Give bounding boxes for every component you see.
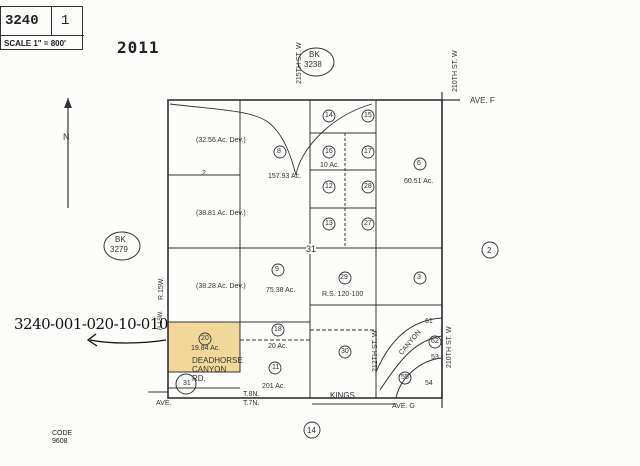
section-number: 31 — [306, 244, 317, 254]
parcel-number: 31 — [183, 380, 191, 387]
street-label: KINGS — [330, 391, 355, 400]
parcel-number: 18 — [274, 326, 282, 333]
parcel-number: 12 — [325, 183, 333, 190]
parcel-circle — [361, 145, 375, 159]
acreage-label: (38.81 Ac. Dev.) — [196, 210, 246, 217]
parcel-number: 62 — [431, 338, 439, 345]
street-label: 210TH ST. W — [446, 326, 453, 368]
parcel-circle — [322, 109, 336, 123]
acreage-label: (38.28 Ac. Dev.) — [196, 283, 246, 290]
parcel-circle — [271, 263, 285, 277]
parcel-number: 9 — [275, 266, 279, 273]
parcel-number: 16 — [325, 148, 333, 155]
adjacent-book-badge — [297, 47, 335, 77]
parcel-circle — [322, 217, 336, 231]
parcel-number: 15 — [364, 112, 372, 119]
parcel-number: 3 — [417, 274, 421, 281]
street-label: 215TH ST. W — [296, 42, 303, 84]
parcel-number: 20 — [201, 335, 209, 342]
page-ref-circle — [481, 241, 499, 259]
parcel-number: 54 — [425, 380, 433, 387]
parcel-circle — [338, 271, 352, 285]
acreage-label: R.S. 120-100 — [322, 291, 364, 298]
parcel-circle — [413, 271, 427, 285]
code-label: CODE — [52, 430, 73, 437]
parcel-circle — [338, 345, 352, 359]
page-number: 1 — [61, 13, 70, 29]
parcel-circle — [322, 180, 336, 194]
parcel-circle — [361, 217, 375, 231]
parcel-number: 55 — [401, 374, 409, 381]
street-label: AVE. F — [470, 96, 495, 105]
acreage-label: 10 Ac. — [320, 162, 340, 169]
parcel-number: 61 — [425, 318, 433, 325]
apn-annotation: 3240-001-020-10-010 — [14, 315, 168, 333]
street-label: DEADHORSE CANYON RD. — [192, 356, 243, 383]
street-label: 212TH ST. W — [372, 330, 379, 372]
adjacent-book-label: BK — [309, 50, 320, 59]
acreage-label: 60.51 Ac. — [404, 178, 434, 185]
parcel-number: 17 — [364, 148, 372, 155]
adjacent-book-label: BK — [115, 235, 126, 244]
parcel-circle — [361, 180, 375, 194]
range-label: R.15W. — [158, 277, 165, 300]
page-ref: 2 — [487, 246, 492, 255]
parcel-number: 13 — [325, 220, 333, 227]
parcel-circle — [322, 145, 336, 159]
township-label: T.8N. — [243, 391, 260, 398]
adjacent-book-number: 3238 — [304, 60, 322, 69]
parcel-number: 8 — [277, 148, 281, 155]
book-number: 3240 — [5, 13, 39, 29]
street-label: 210TH ST. W — [452, 50, 459, 92]
adjacent-book-number: 3279 — [110, 245, 128, 254]
north-label: N — [63, 132, 70, 142]
parcel-number: 11 — [272, 364, 280, 371]
parcel-circle — [268, 361, 282, 375]
parcel-number: 28 — [364, 183, 372, 190]
street-label: AVE. — [156, 400, 172, 407]
parcel-number: 2 — [202, 170, 206, 177]
map-book-header: 3240 1 SCALE 1" = 800' — [0, 6, 84, 50]
parcel-circle — [198, 332, 212, 346]
acreage-label: 19.84 Ac. — [191, 345, 221, 352]
scale-label: SCALE 1" = 800' — [4, 39, 66, 48]
parcel-lines — [148, 100, 443, 405]
parcel-number: 30 — [341, 348, 349, 355]
acreage-label: 20 Ac. — [268, 343, 288, 350]
parcel-circle — [361, 109, 375, 123]
street-label: AVE. G — [392, 403, 415, 410]
acreage-label: 201 Ac. — [262, 383, 286, 390]
parcel-number: 29 — [340, 274, 348, 281]
code-value: 9608 — [52, 438, 68, 445]
adjacent-book-badge — [103, 231, 141, 261]
map-year: 2011 — [117, 38, 160, 57]
acreage-label: 157.93 Ac. — [268, 173, 302, 180]
parcel-number: 27 — [364, 220, 372, 227]
header-divider — [51, 7, 52, 35]
parcel-number: 6 — [417, 160, 421, 167]
acreage-label: (32.56 Ac. Dev.) — [196, 137, 246, 144]
acreage-label: 75.38 Ac. — [266, 287, 296, 294]
parcel-number: 53 — [431, 354, 439, 361]
page-ref: 14 — [307, 426, 316, 435]
page-ref-circle — [303, 421, 321, 439]
parcel-number: 14 — [325, 112, 333, 119]
parcel-circle — [428, 335, 442, 349]
apn-arrow — [86, 333, 167, 347]
parcel-circle — [273, 145, 287, 159]
township-label: T.7N. — [243, 400, 260, 407]
header-divider — [1, 35, 84, 36]
parcel-circle — [271, 323, 285, 337]
parcel-circle — [413, 157, 427, 171]
north-arrow-icon — [64, 98, 72, 208]
